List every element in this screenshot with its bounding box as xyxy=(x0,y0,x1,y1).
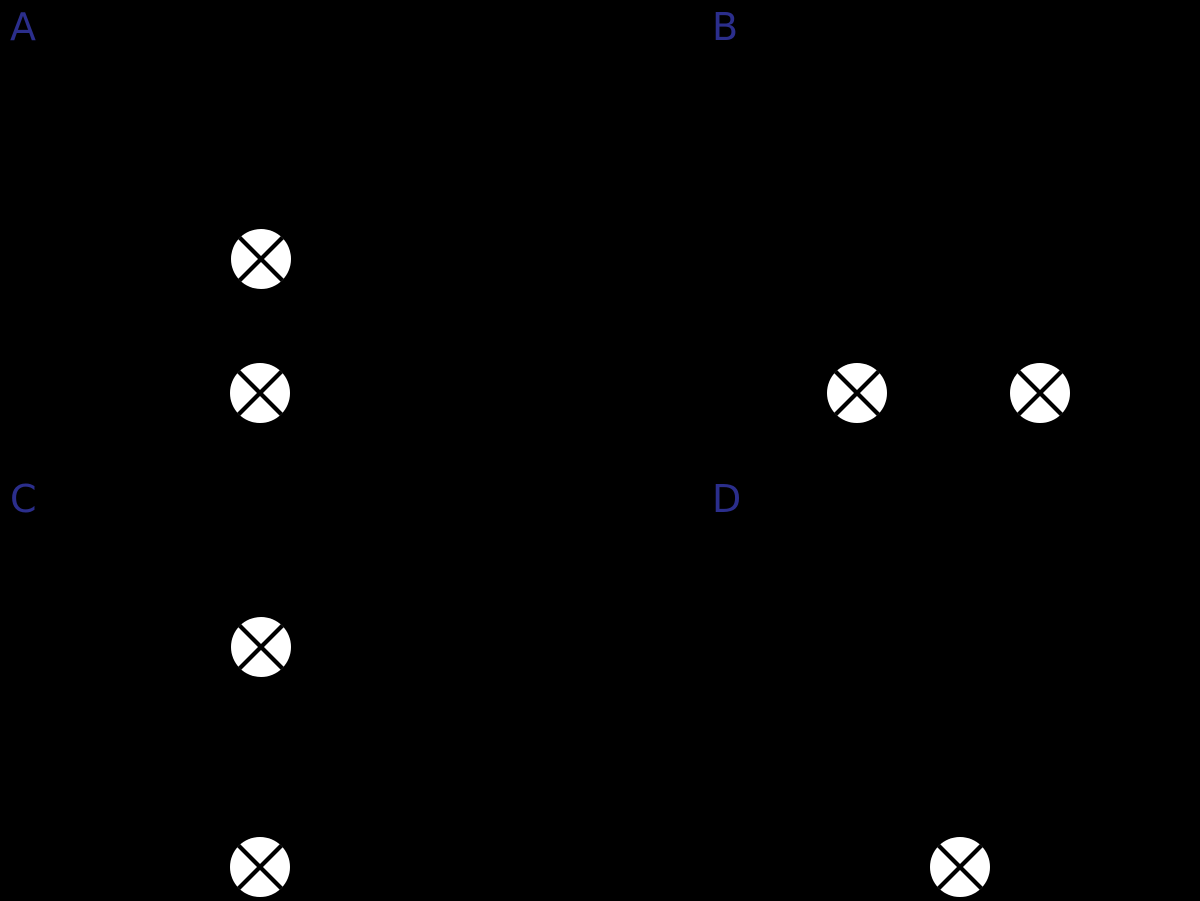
panel-region-c xyxy=(0,451,600,901)
panel-label-d: D xyxy=(712,477,742,521)
circle-x-marker-icon xyxy=(231,617,291,677)
panel-region-b xyxy=(600,0,1200,450)
circle-x-marker-icon xyxy=(930,837,990,897)
circle-x-marker-icon xyxy=(827,363,887,423)
panel-region-a xyxy=(0,0,600,450)
panel-label-c: C xyxy=(10,477,37,521)
panel-region-d xyxy=(600,451,1200,901)
panel-label-a: A xyxy=(10,5,36,49)
panel-label-b: B xyxy=(712,5,739,49)
circle-x-marker-icon xyxy=(230,837,290,897)
circle-x-marker-icon xyxy=(230,363,290,423)
circle-x-marker-icon xyxy=(1010,363,1070,423)
circle-x-marker-icon xyxy=(231,229,291,289)
